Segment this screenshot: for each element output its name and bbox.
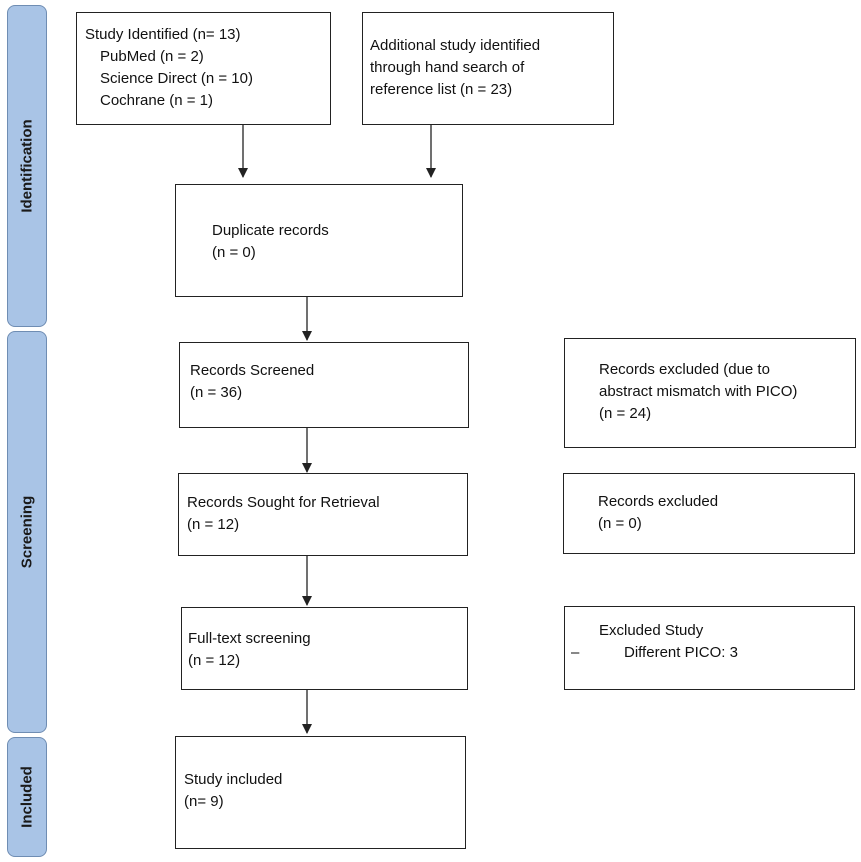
box-study-identified: Study Identified (n= 13) PubMed (n = 2) … bbox=[76, 12, 331, 125]
duplicate-records-title: Duplicate records bbox=[212, 222, 329, 239]
phase-identification: Identification bbox=[7, 5, 47, 327]
fulltext-title: Full-text screening bbox=[188, 630, 311, 647]
excluded-study-item: Different PICO: 3 bbox=[624, 644, 738, 661]
duplicate-records-count: (n = 0) bbox=[212, 244, 256, 261]
excluded-abstract-line-2: abstract mismatch with PICO) bbox=[599, 383, 798, 400]
phase-identification-label: Identification bbox=[18, 119, 36, 213]
box-fulltext-screening: Full-text screening (n = 12) bbox=[181, 607, 468, 690]
additional-line-1: Additional study identified bbox=[370, 37, 541, 54]
phase-included: Included bbox=[7, 737, 47, 857]
phase-screening-label: Screening bbox=[18, 495, 36, 569]
box-excluded-study: Excluded Study – Different PICO: 3 bbox=[564, 606, 855, 690]
box-records-excluded-abstract: Records excluded (due to abstract mismat… bbox=[564, 338, 856, 448]
records-screened-count: (n = 36) bbox=[190, 384, 243, 401]
fulltext-count: (n = 12) bbox=[188, 652, 241, 669]
excluded-abstract-line-3: (n = 24) bbox=[599, 405, 652, 422]
box-duplicate-records: Duplicate records (n = 0) bbox=[175, 184, 463, 297]
excluded-study-bullet: – bbox=[571, 644, 580, 661]
additional-line-2: through hand search of bbox=[370, 59, 525, 76]
box-additional-study: Additional study identified through hand… bbox=[362, 12, 614, 125]
records-sought-count: (n = 12) bbox=[187, 516, 240, 533]
study-identified-title: Study Identified (n= 13) bbox=[85, 26, 241, 43]
box-records-sought: Records Sought for Retrieval (n = 12) bbox=[178, 473, 468, 556]
excluded-study-title: Excluded Study bbox=[599, 622, 704, 639]
study-included-title: Study included bbox=[184, 771, 283, 788]
excluded-retrieval-title: Records excluded bbox=[598, 493, 719, 510]
box-records-excluded-retrieval: Records excluded (n = 0) bbox=[563, 473, 855, 554]
phase-included-label: Included bbox=[18, 766, 36, 828]
box-records-screened: Records Screened (n = 36) bbox=[179, 342, 469, 428]
additional-line-3: reference list (n = 23) bbox=[370, 81, 513, 98]
excluded-abstract-line-1: Records excluded (due to bbox=[599, 361, 770, 378]
records-screened-title: Records Screened bbox=[190, 362, 315, 379]
source-science-direct: Science Direct (n = 10) bbox=[100, 70, 253, 87]
study-included-count: (n= 9) bbox=[184, 793, 224, 810]
source-pubmed: PubMed (n = 2) bbox=[100, 48, 204, 65]
records-sought-title: Records Sought for Retrieval bbox=[187, 494, 380, 511]
phase-screening: Screening bbox=[7, 331, 47, 733]
source-cochrane: Cochrane (n = 1) bbox=[100, 92, 213, 109]
excluded-retrieval-count: (n = 0) bbox=[598, 515, 642, 532]
box-study-included: Study included (n= 9) bbox=[175, 736, 466, 849]
